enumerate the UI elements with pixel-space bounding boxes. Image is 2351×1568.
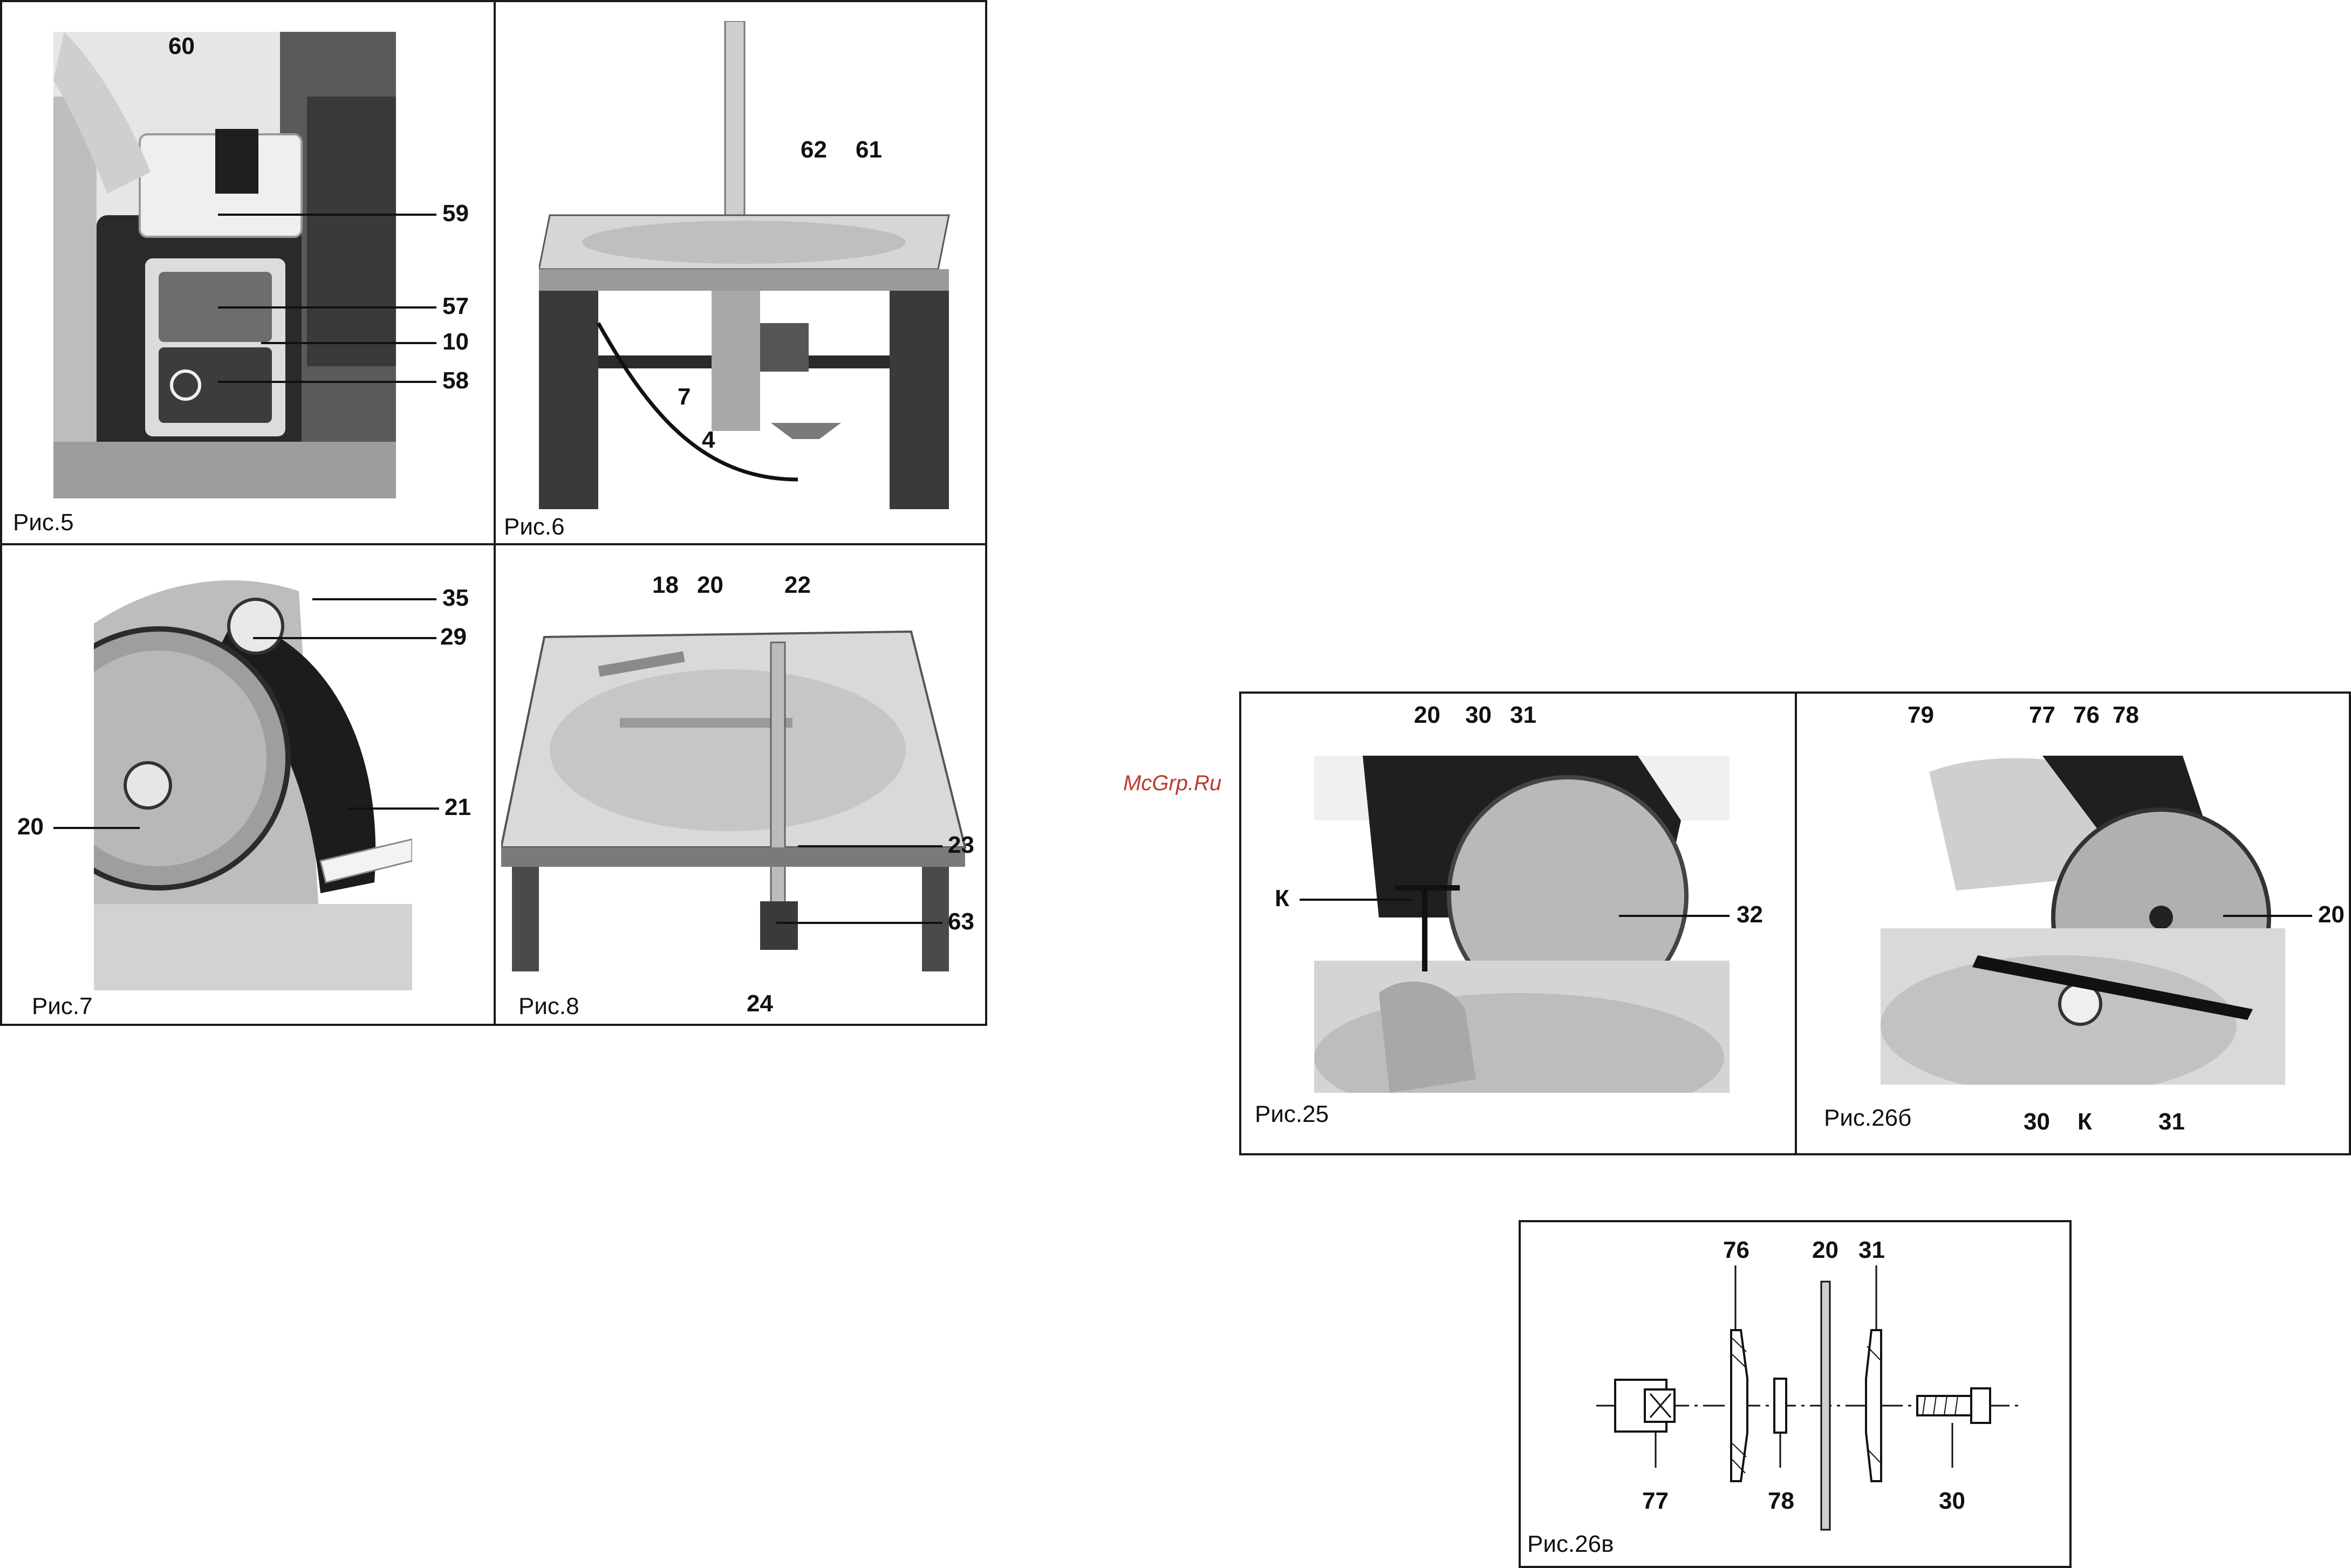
callout-21: 21 (445, 796, 471, 819)
callout-20: 20 (697, 573, 723, 597)
callout-7: 7 (678, 385, 691, 409)
callout-77: 77 (2029, 703, 2055, 727)
callout-32: 32 (1737, 903, 1763, 927)
callout-20: 20 (1414, 703, 1440, 727)
figure-25-caption: Рис.25 (1255, 1101, 1329, 1128)
callout-63: 63 (948, 910, 974, 934)
leader-63 (776, 922, 942, 924)
leader-59 (218, 214, 436, 216)
figure-25-panel: 20 30 31 К 32 Рис.25 (1239, 691, 1797, 1155)
callout-60: 60 (168, 35, 195, 58)
figure-5-photo (53, 32, 396, 498)
callout-79: 79 (1908, 703, 1934, 727)
callout-23: 23 (948, 833, 974, 857)
leader-58 (218, 381, 436, 383)
callout-K: К (2077, 1110, 2092, 1134)
figure-5-caption: Рис.5 (13, 509, 74, 536)
figure-8-panel: 18 20 22 23 63 24 Рис.8 (494, 543, 987, 1026)
callout-10: 10 (442, 330, 469, 354)
leader-10 (261, 342, 436, 344)
figure-5-panel: 60 59 57 10 58 Рис.5 (0, 0, 496, 545)
leader-20 (53, 827, 140, 829)
figure-8-photo (501, 621, 971, 971)
callout-30: 30 (2024, 1110, 2050, 1134)
figure-26v-panel: 76 20 31 77 78 30 Рис.26в (1519, 1220, 2072, 1568)
leader-20 (2223, 915, 2312, 917)
callout-77: 77 (1642, 1489, 1669, 1513)
part-76-flange (1731, 1330, 1747, 1481)
figure-8-caption: Рис.8 (518, 993, 579, 1020)
part-20-blade (1821, 1282, 1830, 1530)
leader-32 (1619, 915, 1730, 917)
callout-4: 4 (702, 428, 715, 452)
callout-30: 30 (1939, 1489, 1965, 1513)
exploded-assembly-diagram (1521, 1222, 2069, 1566)
callout-20: 20 (17, 815, 44, 839)
figure-6-caption: Рис.6 (504, 513, 565, 540)
callout-58: 58 (442, 369, 469, 393)
figure-26v-caption: Рис.26в (1527, 1531, 1614, 1558)
callout-35: 35 (442, 586, 469, 610)
watermark-text: McGrp.Ru (1123, 771, 1221, 796)
figure-7-caption: Рис.7 (32, 993, 93, 1020)
figure-25-photo (1314, 756, 1730, 1093)
callout-K: К (1275, 887, 1289, 910)
figure-7-panel: 35 29 20 21 Рис.7 (0, 543, 496, 1026)
callout-76: 76 (1723, 1238, 1749, 1262)
leader-K (1300, 899, 1413, 901)
callout-24: 24 (747, 992, 773, 1016)
leader-21 (347, 807, 439, 810)
callout-78: 78 (1768, 1489, 1794, 1513)
figure-6-panel: 62 61 7 4 Рис.6 (494, 0, 987, 545)
figure-26b-caption: Рис.26б (1824, 1105, 1911, 1132)
callout-59: 59 (442, 202, 469, 225)
callout-31: 31 (1510, 703, 1536, 727)
callout-18: 18 (652, 573, 679, 597)
callout-62: 62 (801, 138, 827, 162)
part-78-ring (1774, 1379, 1786, 1433)
callout-20: 20 (2318, 903, 2345, 927)
callout-76: 76 (2073, 703, 2100, 727)
callout-61: 61 (856, 138, 882, 162)
callout-57: 57 (442, 295, 469, 318)
callout-29: 29 (440, 625, 467, 649)
callout-78: 78 (2113, 703, 2139, 727)
figure-26b-panel: 79 77 76 78 20 30 К 31 Рис.26б (1795, 691, 2351, 1155)
callout-22: 22 (784, 573, 811, 597)
figure-7-photo (94, 559, 412, 990)
figure-6-photo (539, 21, 960, 509)
callout-30: 30 (1465, 703, 1492, 727)
leader-57 (218, 306, 436, 309)
callout-31: 31 (1858, 1238, 1885, 1262)
callout-20: 20 (1812, 1238, 1839, 1262)
leader-35 (312, 598, 436, 600)
leader-29 (253, 637, 436, 639)
callout-31: 31 (2158, 1110, 2185, 1134)
figure-26b-photo (1881, 756, 2285, 1085)
leader-23 (798, 845, 942, 847)
